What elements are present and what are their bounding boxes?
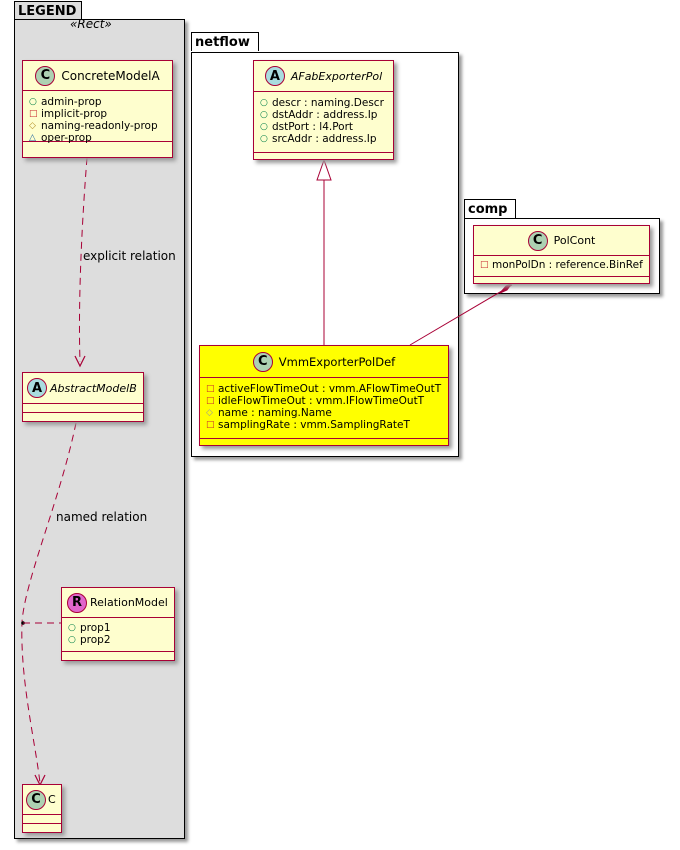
methods-compartment [23, 824, 61, 831]
comp-package-tab: comp [464, 199, 516, 218]
attribute-text: activeFlowTimeOut : vmm.AFlowTimeOutT [218, 383, 442, 395]
class-name: AbstractModelB [50, 381, 137, 395]
attribute-row: ○ dstAddr : address.Ip [260, 109, 387, 121]
abstract-badge-icon: A [264, 66, 285, 86]
edge-label-explicit-relation: explicit relation [83, 249, 176, 263]
edge-composition [409, 284, 513, 346]
attribute-text: descr : naming.Descr [272, 97, 384, 109]
class-name: C [48, 793, 56, 806]
private-visibility-icon: □ [206, 384, 215, 394]
methods-compartment [200, 439, 448, 446]
legend-package-tab: LEGEND [14, 1, 82, 20]
class-badge-icon: C [35, 65, 56, 86]
class-vmm-exporter-pol-def[interactable]: C VmmExporterPolDef □activeFlowTimeOut :… [199, 345, 449, 446]
attribute-text: idleFlowTimeOut : vmm.IFlowTimeOutT [218, 395, 425, 407]
class-badge-icon: C [527, 230, 548, 251]
public-visibility-icon: ○ [68, 635, 76, 645]
attribute-row: ○ prop2 [68, 634, 168, 646]
attribute-text: dstPort : l4.Port [272, 121, 354, 133]
legend-stereotype: «Rect» [70, 17, 112, 31]
class-afab-exporter-pol[interactable]: A AFabExporterPol ○descr : naming.Descr … [253, 60, 394, 160]
attribute-text: prop2 [80, 634, 111, 646]
inheritance-triangle [316, 158, 332, 181]
public-visibility-icon: ○ [260, 98, 268, 108]
class-badge-icon: C [26, 789, 46, 810]
attribute-text: srcAddr : address.Ip [272, 133, 377, 145]
attribute-text: admin-prop [41, 96, 102, 108]
public-visibility-icon: ○ [260, 134, 268, 144]
class-badge-icon: C [252, 351, 273, 372]
class-name: PolCont [553, 234, 596, 247]
attribute-row: □activeFlowTimeOut : vmm.AFlowTimeOutT [206, 383, 442, 395]
public-visibility-icon: ○ [29, 97, 37, 107]
public-visibility-icon: ○ [68, 623, 76, 633]
attribute-text: oper-prop [41, 132, 92, 144]
private-visibility-icon: □ [206, 420, 215, 430]
arrowhead-explicit-relation [74, 355, 86, 368]
attribute-row: □samplingRate : vmm.SamplingRateT [206, 419, 442, 431]
class-pol-cont[interactable]: C PolCont □monPolDn : reference.BinRef [473, 225, 650, 284]
package-visibility-icon: △ [29, 133, 36, 143]
edge-label-named-relation: named relation [56, 510, 148, 524]
attribute-row: △ oper-prop [29, 132, 166, 144]
class-abstract-model-b[interactable]: A AbstractModelB [22, 372, 144, 422]
methods-compartment [254, 153, 393, 160]
attribute-text: dstAddr : address.Ip [272, 109, 378, 121]
public-visibility-icon: ○ [260, 122, 268, 132]
class-name: RelationModel [90, 596, 168, 609]
class-c[interactable]: C C [22, 784, 62, 833]
protected-visibility-icon: ◇ [206, 408, 213, 418]
class-name: ConcreteModelA [61, 68, 160, 83]
attribute-row: ○ dstPort : l4.Port [260, 121, 387, 133]
attributes-compartment [23, 815, 61, 824]
edge-explicit-relation [78, 157, 88, 363]
public-visibility-icon: ○ [260, 110, 268, 120]
attribute-row: ◇ name : naming.Name [206, 407, 442, 419]
attribute-row: ○ srcAddr : address.Ip [260, 133, 387, 145]
attribute-row: ○ descr : naming.Descr [260, 97, 387, 109]
attribute-text: name : naming.Name [218, 407, 332, 419]
attributes-compartment [23, 404, 143, 413]
methods-compartment [474, 277, 649, 284]
protected-visibility-icon: ◇ [29, 121, 36, 131]
abstract-badge-icon: A [27, 378, 47, 398]
private-visibility-icon: □ [206, 396, 215, 406]
attribute-row: □implicit-prop [29, 108, 166, 120]
class-name: AFabExporterPol [290, 69, 383, 83]
methods-compartment [62, 652, 174, 659]
netflow-package-tab: netflow [191, 32, 259, 51]
attribute-text: prop1 [80, 622, 111, 634]
attribute-text: implicit-prop [41, 108, 108, 120]
attribute-row: □monPolDn : reference.BinRef [480, 259, 643, 271]
private-visibility-icon: □ [29, 109, 38, 119]
private-visibility-icon: □ [480, 260, 489, 270]
relation-badge-icon: R [67, 592, 87, 613]
attribute-text: naming-readonly-prop [41, 120, 158, 132]
class-name: VmmExporterPolDef [278, 354, 396, 369]
attribute-row: ○ prop1 [68, 622, 168, 634]
attribute-row: ○ admin-prop [29, 96, 166, 108]
attribute-row: ◇ naming-readonly-prop [29, 120, 166, 132]
class-relation-model[interactable]: R RelationModel ○ prop1 ○ prop2 [61, 587, 175, 661]
attribute-text: monPolDn : reference.BinRef [492, 259, 643, 271]
composition-diamond [499, 282, 513, 294]
methods-compartment [23, 413, 143, 420]
attribute-text: samplingRate : vmm.SamplingRateT [218, 419, 410, 431]
class-concrete-model-a[interactable]: C ConcreteModelA ○ admin-prop □implicit-p… [22, 60, 173, 158]
attribute-row: □idleFlowTimeOut : vmm.IFlowTimeOutT [206, 395, 442, 407]
